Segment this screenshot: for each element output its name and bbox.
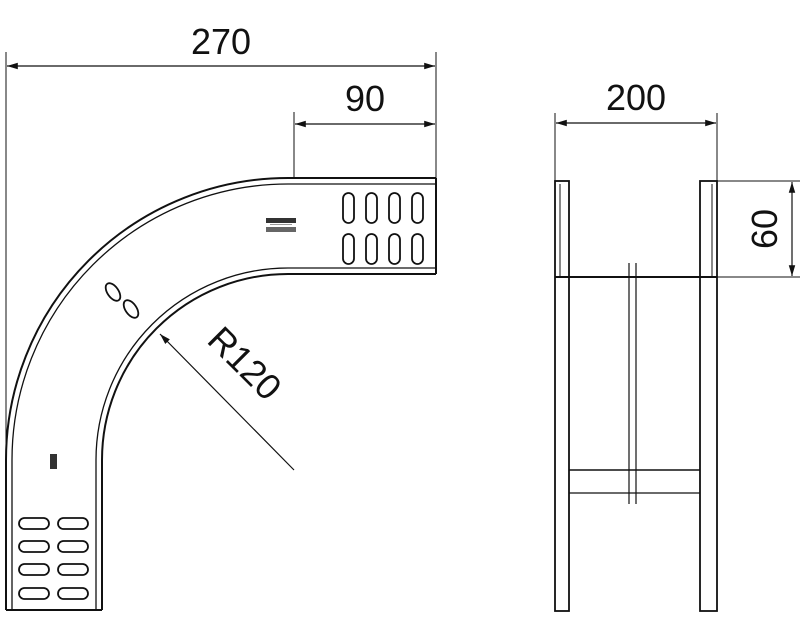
bend-outer-edge — [5, 177, 436, 610]
side-rail-right — [699, 180, 718, 612]
slot — [57, 517, 89, 530]
dimension-overall-width: 270 — [5, 21, 437, 455]
slot — [18, 540, 50, 553]
slot — [411, 233, 424, 265]
bend-inner-edge-inner-line — [95, 267, 436, 610]
slot — [411, 192, 424, 224]
slot — [18, 517, 50, 530]
slot — [388, 192, 401, 224]
slot — [57, 540, 89, 553]
bend-outer-edge-inner-line — [11, 183, 436, 610]
dimension-straight-length-label: 90 — [345, 78, 385, 119]
dimension-radius: R120 — [159, 318, 295, 471]
slot — [388, 233, 401, 265]
slot — [365, 233, 378, 265]
slot — [57, 587, 89, 600]
bend-top-view — [5, 177, 437, 611]
slot-group-bottom — [18, 517, 89, 600]
dimension-tray-width-label: 200 — [606, 77, 666, 118]
slot-group-right — [342, 192, 424, 265]
side-rail-left — [554, 180, 570, 612]
dimension-radius-label: R120 — [200, 318, 290, 408]
slot — [342, 192, 355, 224]
oval-hole — [104, 282, 122, 302]
dimension-straight-length: 90 — [293, 78, 435, 178]
dimension-tray-width: 200 — [554, 77, 718, 181]
slot — [18, 587, 50, 600]
oval-hole — [122, 299, 140, 319]
tray-side-view — [554, 180, 718, 612]
marking-label-icon — [266, 218, 296, 232]
slot — [342, 233, 355, 265]
bend-inner-edge — [101, 273, 436, 610]
slot — [365, 192, 378, 224]
dimension-overall-width-label: 270 — [191, 21, 251, 62]
slot — [18, 563, 50, 576]
dimension-side-height: 60 — [717, 180, 800, 278]
dimension-side-height-label: 60 — [744, 209, 785, 249]
marking-label-small-icon — [50, 454, 57, 469]
slot — [57, 563, 89, 576]
